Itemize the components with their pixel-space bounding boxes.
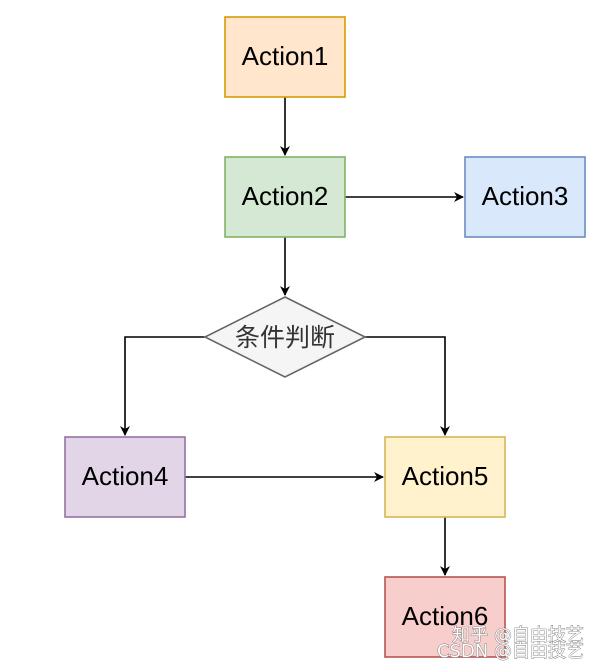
node-action4: Action4	[64, 436, 186, 518]
edge-condition-to-action5	[365, 336, 450, 436]
node-action3-label: Action3	[482, 181, 569, 211]
edges	[120, 97, 464, 576]
node-condition-label: 条件判断	[235, 323, 335, 352]
node-action2: Action2	[224, 156, 346, 238]
watermark-line2: CSDN @自由技艺	[437, 641, 584, 662]
node-action5-box	[384, 436, 506, 518]
node-action3-box	[464, 156, 586, 238]
watermark: 知乎 @自由技艺 CSDN @自由技艺	[437, 625, 585, 663]
node-condition: 条件判断	[203, 296, 367, 378]
node-action1-box	[224, 16, 346, 98]
node-action6-box	[384, 576, 506, 658]
edge-condition-to-action4	[120, 336, 205, 436]
node-action4-box	[64, 436, 186, 518]
node-action5: Action5	[384, 436, 506, 518]
node-condition-diamond	[203, 296, 367, 378]
node-action2-box	[224, 156, 346, 238]
node-action5-label: Action5	[402, 461, 489, 491]
node-action6-label: Action6	[402, 601, 489, 631]
node-action3: Action3	[464, 156, 586, 238]
node-action6: Action6	[384, 576, 506, 658]
node-action1-label: Action1	[242, 41, 329, 71]
node-action4-label: Action4	[82, 461, 169, 491]
node-action2-label: Action2	[242, 181, 329, 211]
node-action1: Action1	[224, 16, 346, 98]
watermark-line1: 知乎 @自由技艺	[452, 625, 584, 646]
